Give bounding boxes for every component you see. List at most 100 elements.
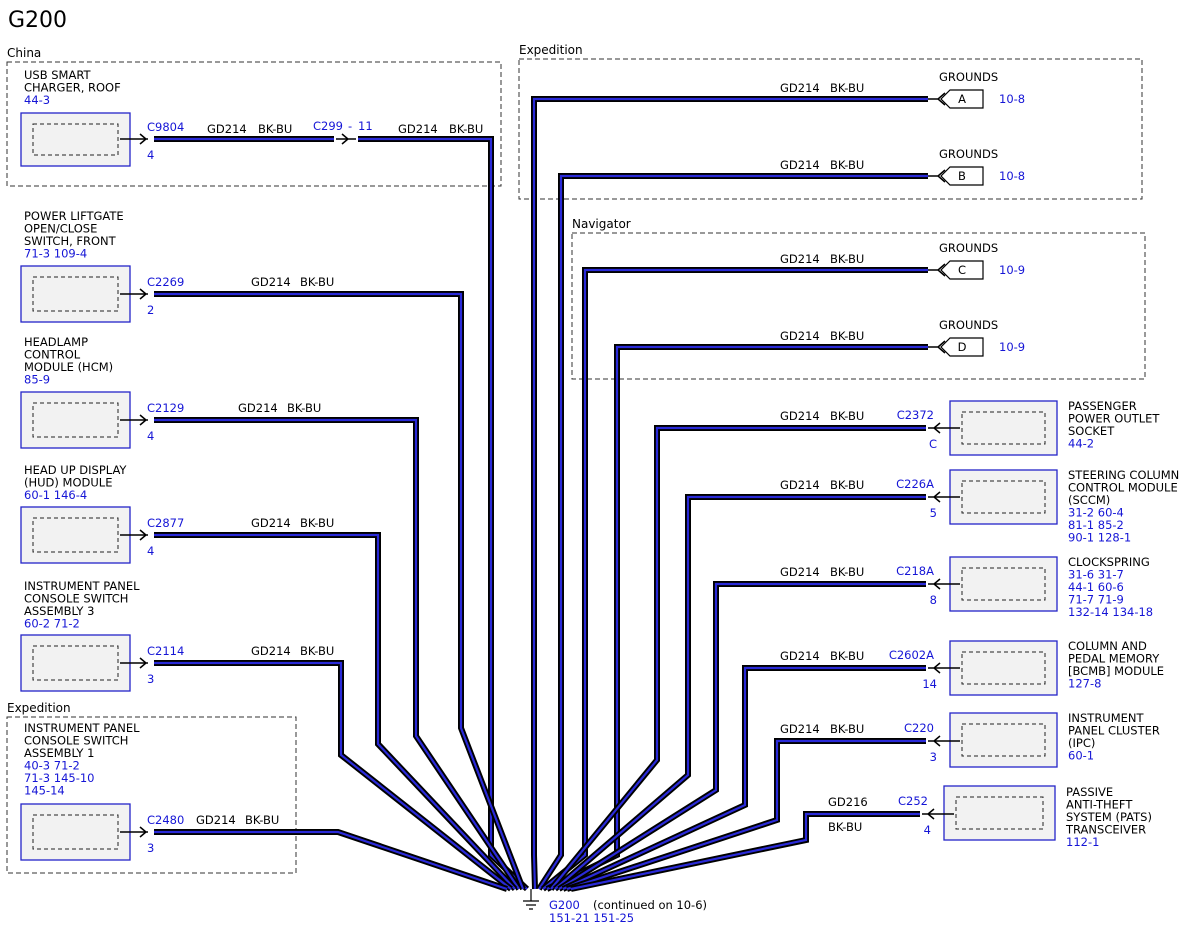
- component-page-ref: 40-3 71-2: [24, 759, 80, 773]
- component-page-ref: 71-3 145-10: [24, 771, 95, 785]
- component-page-ref: 31-6 31-7: [1068, 568, 1124, 582]
- ground-letter: C: [958, 263, 966, 277]
- wire-ground-c: [542, 268, 928, 890]
- region-exp-left-box: [6, 716, 297, 874]
- wire-id: GD214: [780, 81, 820, 95]
- wire-id: GD214: [780, 649, 820, 663]
- ground-label: GROUNDS: [939, 70, 998, 84]
- ground-label: GROUNDS: [939, 147, 998, 161]
- component-name-line: CONSOLE SWITCH: [24, 734, 128, 748]
- component-page-ref: 145-14: [24, 784, 65, 798]
- ground-arrow: [928, 340, 946, 354]
- ground-point-refs: 151-21 151-25: [549, 911, 634, 925]
- ground-ref: 10-9: [999, 340, 1025, 354]
- component-name-line: OPEN/CLOSE: [24, 222, 97, 236]
- component-name-line: SYSTEM (PATS): [1066, 810, 1152, 824]
- wire-id: GD216: [828, 795, 868, 809]
- wire-id: GD214: [251, 644, 291, 658]
- component-name-line: CONTROL MODULE: [1068, 481, 1178, 495]
- component-inner-outline: [961, 411, 1046, 445]
- connector-id: C226A: [896, 477, 934, 491]
- ground-point-g200: G200(continued on 10-6)151-21 151-25: [523, 889, 707, 925]
- component-page-ref: 44-1 60-6: [1068, 580, 1124, 594]
- wire-ground-c-edge: [541, 267, 928, 892]
- connector-pin: 4: [147, 148, 154, 162]
- component-name-line: PEDAL MEMORY: [1068, 652, 1160, 666]
- ground-arrow: [928, 92, 946, 106]
- component-box: [20, 112, 131, 167]
- component-page-ref: 90-1 128-1: [1068, 531, 1131, 545]
- connector-id: C220: [904, 721, 934, 735]
- component-name-line: INSTRUMENT: [1068, 711, 1145, 725]
- wire-left-3: [154, 418, 520, 890]
- wire-right-4: [562, 666, 926, 890]
- wire-color: BK-BU: [245, 813, 279, 827]
- inline-wire-color: BK-BU: [449, 122, 483, 136]
- wire-left-4: [154, 533, 516, 890]
- component-inner-outline: [32, 814, 119, 850]
- ground-ref: 10-8: [999, 92, 1025, 106]
- component-box: [20, 391, 131, 449]
- connector-pin: C: [929, 437, 937, 451]
- ground-symbol-icon: [523, 889, 539, 910]
- wire-right-2: [554, 495, 926, 890]
- component-box: [20, 803, 131, 861]
- component-inner-outline: [32, 645, 119, 681]
- connector-arrow: [928, 578, 960, 590]
- component-name-line: (SCCM): [1068, 493, 1110, 507]
- wire-id: GD214: [251, 516, 291, 530]
- wire-color: BK-BU: [300, 275, 334, 289]
- ground-tag: [940, 166, 984, 186]
- region-exp-top-box: [518, 58, 1143, 200]
- connector-id: C2372: [897, 408, 934, 422]
- connector-id: C218A: [896, 564, 934, 578]
- wire-id: GD214: [780, 409, 820, 423]
- connector-arrow: [928, 422, 960, 434]
- ground-tag: [940, 337, 984, 357]
- connector-pin: 5: [930, 506, 937, 520]
- inline-wire-id: GD214: [398, 122, 438, 136]
- wire-ground-b-edge: [536, 173, 928, 891]
- wire-left-2: [154, 292, 525, 890]
- wire-right-6: [570, 812, 920, 891]
- connector-pin: 8: [930, 593, 937, 607]
- component-box: [949, 400, 1058, 456]
- wire-id: GD214: [780, 329, 820, 343]
- component-page-ref: 127-8: [1068, 677, 1101, 691]
- component-name-line: HEADLAMP: [24, 335, 88, 349]
- wire-left-5: [154, 661, 512, 890]
- wire-id: GD214: [251, 275, 291, 289]
- connector-pin: 4: [924, 823, 931, 837]
- component-page-ref: 31-2 60-4: [1068, 506, 1124, 520]
- component-inner-outline: [32, 123, 119, 156]
- region-china-box: [6, 61, 502, 187]
- wire-color: BK-BU: [830, 478, 864, 492]
- inline-connector-arrow: [336, 133, 356, 145]
- component-name-line: CONTROL: [24, 348, 81, 362]
- connector-pin: 14: [922, 677, 937, 691]
- inline-connector-pin: 11: [358, 119, 373, 133]
- connector-pin: 3: [930, 750, 937, 764]
- component-box: [20, 634, 131, 692]
- ground-tag: [940, 89, 984, 109]
- wire-color: BK-BU: [258, 122, 292, 136]
- connector-arrow: [120, 133, 148, 145]
- region-china-label: China: [7, 46, 41, 60]
- component-name-line: INSTRUMENT PANEL: [24, 721, 140, 735]
- component-page-ref: 85-9: [24, 373, 50, 387]
- connector-pin: 2: [147, 303, 154, 317]
- connector-arrow: [928, 735, 960, 747]
- component-inner-outline: [961, 651, 1046, 685]
- component-name-line: HEAD UP DISPLAY: [24, 463, 127, 477]
